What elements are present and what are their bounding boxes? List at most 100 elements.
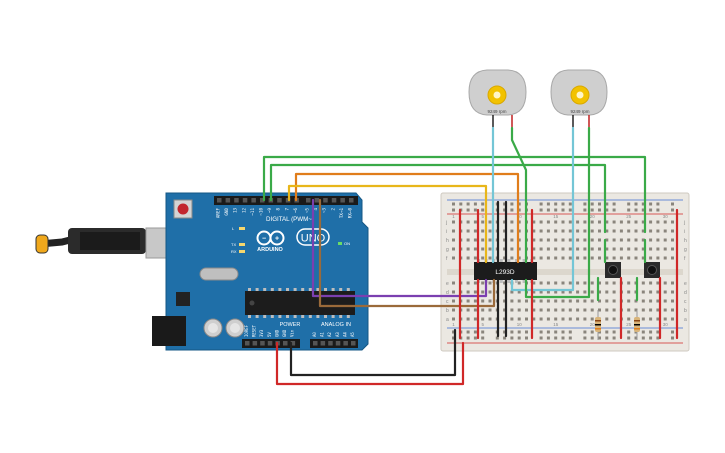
push-button-1[interactable] (605, 262, 621, 278)
column-number: 15 (553, 214, 559, 219)
svg-text:+: + (275, 236, 279, 243)
dc-motor-2[interactable]: 9249 rpm (550, 69, 608, 128)
digital-pin-hole[interactable] (331, 198, 337, 203)
power-pin-label: GND (274, 329, 279, 337)
analog-pin-hole[interactable] (328, 341, 333, 346)
wire-motor1-green (510, 126, 528, 264)
analog-pin-hole[interactable] (335, 341, 341, 346)
brand-label: ARDUINO (257, 247, 283, 253)
analog-pin-label: A5 (350, 332, 355, 337)
analog-pin-label: A1 (320, 332, 325, 337)
digital-pin-hole[interactable] (234, 198, 239, 203)
power-jack[interactable] (152, 316, 186, 346)
row-letter: g (446, 247, 449, 253)
digital-pin-label: GND (224, 208, 229, 216)
regulator-chip (176, 292, 190, 306)
digital-pin-hole[interactable] (340, 198, 345, 203)
power-pin-label: 3V3 (259, 329, 264, 337)
row-letter: d (684, 290, 687, 296)
row-letter: c (446, 299, 449, 305)
gear-icon (570, 85, 590, 105)
row-letter: a (684, 317, 687, 323)
digital-pin-hole[interactable] (349, 198, 354, 203)
digital-pin-hole[interactable] (306, 198, 311, 203)
column-number: 25 (626, 322, 632, 327)
column-number: 20 (590, 322, 596, 327)
power-pin-hole[interactable] (290, 341, 296, 346)
digital-pin-hole[interactable] (217, 198, 222, 203)
wires (262, 126, 679, 386)
column-number: 10 (517, 214, 523, 219)
status-leds: L TX RX (231, 226, 245, 254)
analog-pin-hole[interactable] (351, 341, 356, 346)
row-letter: f (446, 256, 448, 262)
wire-brown (318, 198, 496, 308)
power-pin-label: IOREF (244, 324, 249, 337)
wire-motor2-cyan (510, 126, 575, 292)
power-pin-hole[interactable] (283, 341, 288, 346)
analog-pin-hole[interactable] (320, 341, 326, 346)
digital-pin-label: 4 (313, 208, 318, 211)
power-pin-hole[interactable] (245, 341, 250, 346)
digital-pin-label: ~10 (259, 208, 264, 216)
row-letter: b (446, 308, 449, 314)
column-number: 5 (481, 214, 484, 219)
power-pin-hole[interactable] (267, 341, 273, 346)
column-number: 15 (553, 322, 559, 327)
digital-pin-label: ~11 (250, 208, 255, 216)
analog-pin-hole[interactable] (313, 341, 318, 346)
row-letter: i (684, 229, 685, 235)
power-pin-hole[interactable] (252, 341, 258, 346)
row-letter: j (445, 220, 447, 226)
digital-pin-label: 8 (276, 208, 281, 211)
analog-header[interactable] (310, 339, 358, 348)
digital-pin-hole[interactable] (225, 198, 231, 203)
analog-pin-hole[interactable] (343, 341, 348, 346)
gear-icon (487, 85, 507, 105)
atmega-chip (245, 291, 355, 315)
digital-label: DIGITAL (PWM~) (266, 216, 314, 223)
resistor-2 (634, 310, 640, 340)
column-number: 5 (481, 322, 484, 327)
crystal-oscillator (199, 267, 239, 281)
digital-pin-label: 12 (241, 208, 246, 214)
row-letter: h (446, 238, 449, 244)
row-letter: b (684, 308, 687, 314)
column-number: 30 (663, 322, 669, 327)
digital-pin-hole[interactable] (314, 198, 320, 203)
row-letter: c (684, 299, 687, 305)
led-label-rx: RX (231, 249, 237, 254)
column-number: 10 (517, 322, 523, 327)
wire-purple (311, 198, 488, 298)
dc-motor-1[interactable]: 9249 rpm (468, 69, 527, 128)
reset-button[interactable] (177, 203, 189, 215)
digital-pin-label: AREF (216, 208, 221, 219)
motor-1-label: 9249 rpm (487, 109, 506, 114)
power-pin-hole[interactable] (260, 341, 265, 346)
wire-yellow (287, 184, 488, 264)
power-pin-label: RESET (252, 324, 257, 337)
push-button-2[interactable] (644, 262, 660, 278)
wire-black-gnd (289, 328, 457, 377)
led-label-l: L (232, 226, 235, 231)
wire-green-1 (262, 155, 647, 234)
digital-pin-hole[interactable] (251, 198, 256, 203)
row-letter: a (446, 317, 449, 323)
on-label: ON (344, 241, 350, 246)
row-letter: g (684, 247, 687, 253)
digital-pin-hole[interactable] (277, 198, 282, 203)
row-letter: h (684, 238, 687, 244)
analog-pin-label: A3 (335, 332, 340, 337)
led-label-tx: TX (231, 242, 236, 247)
digital-pin-hole[interactable] (260, 198, 265, 203)
digital-pin-hole[interactable] (242, 198, 248, 203)
wire-motor2-green (524, 126, 591, 299)
digital-pin-hole[interactable] (323, 198, 328, 203)
resistor-1 (595, 310, 601, 340)
row-letter: j (683, 220, 685, 226)
column-number: 20 (590, 214, 596, 219)
